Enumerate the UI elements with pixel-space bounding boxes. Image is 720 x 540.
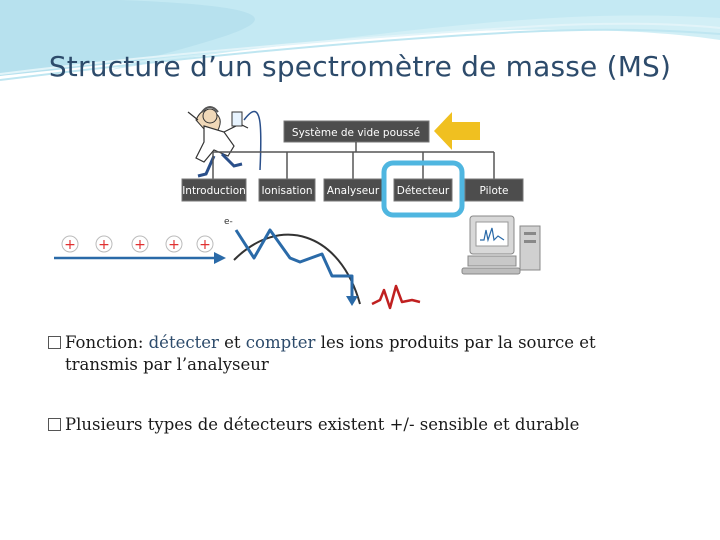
bullet-text: Fonction:: [65, 333, 149, 352]
arrow-down-icon: [346, 296, 358, 306]
computer-icon: [461, 215, 541, 275]
bullet-function: Fonction: détecter et compter les ions p…: [48, 332, 596, 376]
bullet-detector-types: Plusieurs types de détecteurs existent +…: [48, 414, 579, 436]
bullet-text: Plusieurs types de détecteurs existent +…: [65, 415, 580, 434]
connector-lines: [212, 142, 495, 179]
stage-label-pilote: Pilote: [480, 185, 509, 197]
stage-box-introduction: [181, 178, 247, 202]
stage-label-detecteur: Détecteur: [397, 185, 450, 197]
stage-label-introduction: Introduction: [182, 185, 246, 197]
header-swoosh: [0, 0, 720, 81]
ion-symbol: +: [64, 237, 76, 253]
electron-label: e-: [224, 217, 233, 227]
ion-row: + + + + +: [61, 235, 214, 253]
dynode-curve: [233, 233, 361, 305]
stage-box-pilote: [464, 178, 524, 202]
signal-pulse: [371, 284, 421, 310]
stage-box-detecteur: [393, 178, 453, 202]
bullet-keyword-detecter: détecter: [148, 333, 219, 352]
ion-symbol: +: [98, 237, 110, 253]
stage-box-ionisation: [258, 178, 316, 202]
detector-highlight-frame: [381, 160, 465, 218]
slide-title: Structure d’un spectromètre de masse (MS…: [48, 50, 672, 83]
ion-symbol: +: [134, 237, 146, 253]
bullet-keyword-compter: compter: [245, 333, 316, 352]
ion-symbol: +: [199, 237, 211, 253]
bullet-marker-icon: [48, 418, 61, 431]
arrow-left-icon: [434, 112, 480, 150]
bullet-continuation: transmis par l’analyseur: [65, 355, 269, 374]
stage-label-ionisation: Ionisation: [261, 185, 312, 197]
stage-label-analyseur: Analyseur: [327, 185, 380, 197]
vacuum-system-label: Système de vide poussé: [292, 127, 420, 139]
bullet-text: les ions produits par la source et: [315, 333, 596, 352]
bullet-marker-icon: [48, 336, 61, 349]
electron-cascade-path: [234, 228, 354, 300]
arrow-right-icon: [214, 252, 226, 264]
bullet-text: et: [218, 333, 246, 352]
ion-symbol: +: [168, 237, 180, 253]
scientist-illustration: [187, 106, 262, 178]
